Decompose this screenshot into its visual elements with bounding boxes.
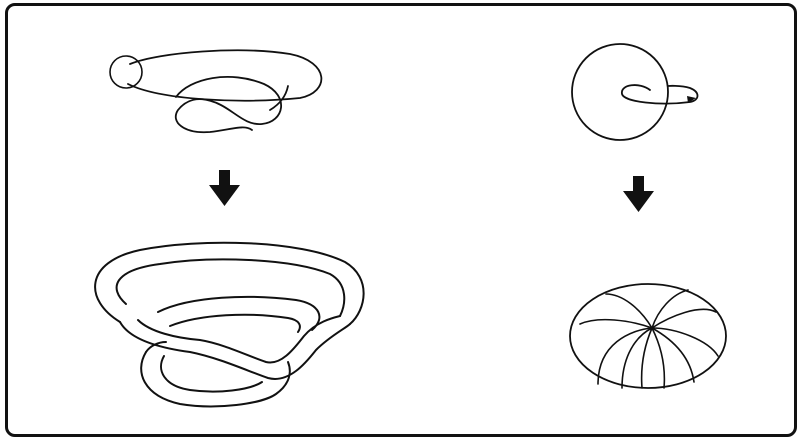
tube-inner-loop-top2 xyxy=(169,313,301,333)
knot-crossing xyxy=(269,85,289,111)
sphere-outline xyxy=(571,43,669,141)
rotation-ellipse xyxy=(621,84,699,105)
pumpkin-figure xyxy=(569,283,727,389)
tube-bottom-loop-inner xyxy=(160,355,263,393)
knot-outer-loop xyxy=(127,49,323,102)
tube-outer-edge xyxy=(94,241,365,325)
tube-inner-loop-top xyxy=(157,295,321,331)
knot-tube-figure xyxy=(94,241,365,408)
tube-lower-inner xyxy=(137,315,341,364)
pumpkin-outline xyxy=(569,283,727,389)
meridian-circle xyxy=(109,55,143,89)
knot-inner-loop xyxy=(175,76,283,134)
meridian-lines xyxy=(579,289,719,389)
tube-lower-outer xyxy=(119,321,351,380)
knot-thin-figure xyxy=(109,49,323,134)
tube-bottom-connector xyxy=(145,341,167,353)
down-arrow-icon xyxy=(209,170,240,206)
down-arrow-icon xyxy=(623,176,654,212)
rotation-arrowhead xyxy=(687,96,696,103)
tube-bottom-loop-outer xyxy=(140,351,291,408)
tube-inner-edge xyxy=(115,258,346,317)
sphere-figure xyxy=(571,43,699,141)
